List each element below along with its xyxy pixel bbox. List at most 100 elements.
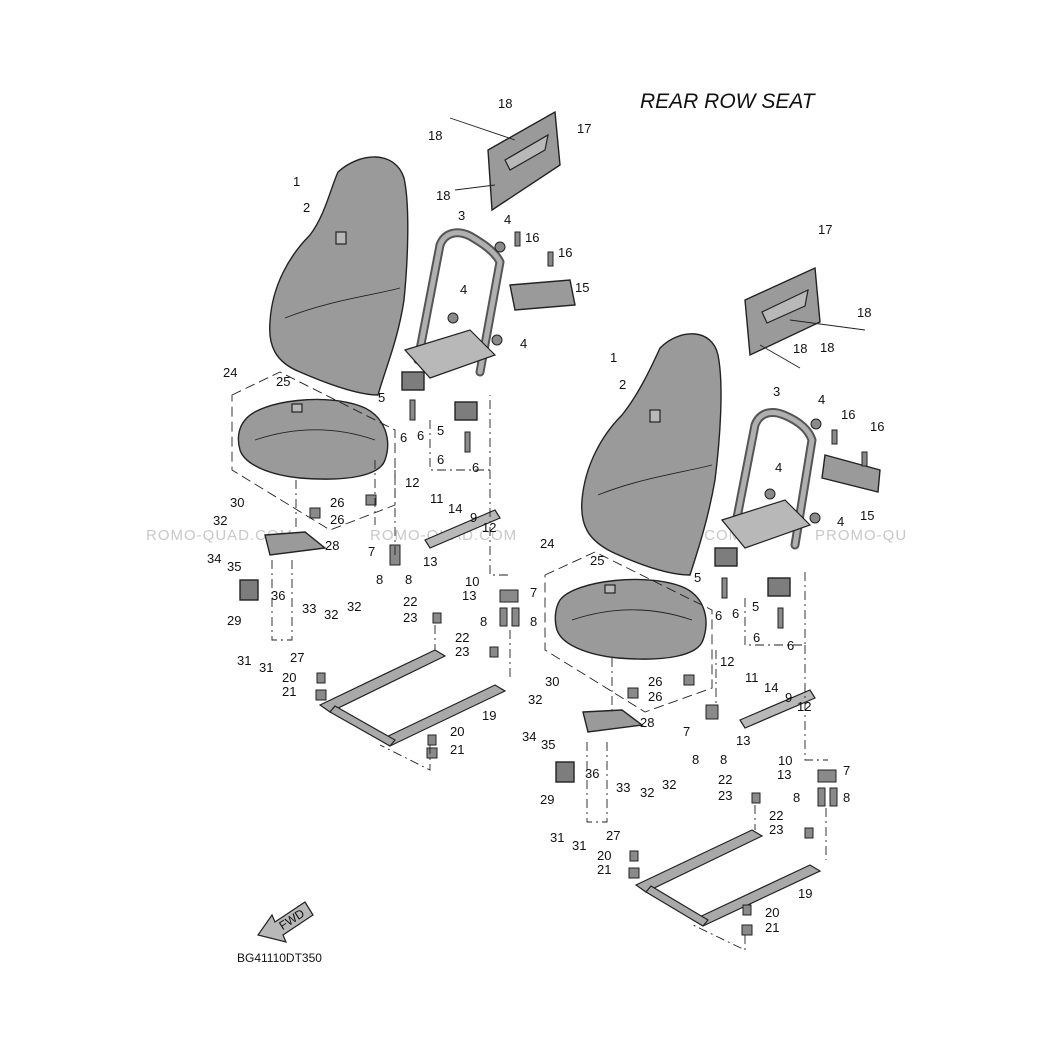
- assembly-line: [489, 470, 512, 576]
- callout-18: 18: [793, 341, 807, 356]
- callout-4: 4: [504, 212, 511, 227]
- cushion-group-outline: [231, 371, 396, 531]
- assembly-line: [586, 742, 608, 823]
- callout-21: 21: [282, 684, 296, 699]
- seat-rail-cross: [645, 885, 709, 927]
- assembly-line: [692, 924, 746, 951]
- callout-7: 7: [530, 585, 537, 600]
- callout-7: 7: [683, 724, 690, 739]
- callout-3: 3: [458, 208, 465, 223]
- hinge-bracket: [714, 547, 738, 567]
- cushion-group-outline: [544, 551, 713, 713]
- callout-25: 25: [590, 553, 604, 568]
- seat-rail: [634, 829, 764, 893]
- nut: [764, 488, 776, 500]
- nut: [810, 418, 822, 430]
- seat-frame-tube-highlight: [732, 410, 815, 548]
- callout-26: 26: [648, 674, 662, 689]
- bolt-head: [751, 792, 761, 804]
- collar: [628, 867, 640, 879]
- slide-bar: [424, 509, 501, 549]
- cushion-clip: [365, 494, 377, 506]
- callout-35: 35: [227, 559, 241, 574]
- callout-27: 27: [290, 650, 304, 665]
- callout-24: 24: [223, 365, 237, 380]
- assembly-line: [804, 645, 828, 761]
- callout-19: 19: [798, 886, 812, 901]
- callout-8: 8: [480, 614, 487, 629]
- cushion-seam: [254, 429, 376, 441]
- callout-19: 19: [482, 708, 496, 723]
- callout-23: 23: [769, 822, 783, 837]
- bolt-head: [432, 612, 442, 624]
- callout-8: 8: [720, 752, 727, 767]
- forward-direction-arrow: FWD: [257, 901, 314, 943]
- back-panel-cutout: [504, 133, 549, 171]
- latch-plate: [582, 709, 644, 733]
- callout-22: 22: [769, 808, 783, 823]
- callout-17: 17: [577, 121, 591, 136]
- hinge-bracket: [767, 577, 791, 597]
- slide-bar: [739, 689, 816, 729]
- callout-14: 14: [764, 680, 778, 695]
- seat-back-seam: [284, 287, 401, 319]
- bolt-head: [742, 904, 752, 916]
- nut: [809, 512, 821, 524]
- cushion-clip: [627, 687, 639, 699]
- latch-cable-mount: [555, 761, 575, 783]
- callout-6: 6: [472, 460, 479, 475]
- callout-18: 18: [498, 96, 512, 111]
- callout-23: 23: [403, 610, 417, 625]
- frame-crossbar: [720, 499, 812, 549]
- bolt-head: [316, 672, 326, 684]
- assembly-line: [271, 560, 293, 641]
- callout-8: 8: [530, 614, 537, 629]
- assembly-line: [744, 572, 806, 646]
- callout-11: 11: [745, 670, 759, 685]
- callout-10: 10: [465, 574, 479, 589]
- callout-5: 5: [752, 599, 759, 614]
- mount-bracket: [821, 454, 881, 493]
- callout-6: 6: [437, 452, 444, 467]
- seat-back: [581, 333, 722, 576]
- seat-back-seam: [597, 464, 713, 496]
- callout-4: 4: [818, 392, 825, 407]
- screw: [831, 429, 838, 445]
- cushion-seam: [571, 609, 693, 621]
- callout-32: 32: [324, 607, 338, 622]
- callout-6: 6: [417, 428, 424, 443]
- callout-28: 28: [325, 538, 339, 553]
- callout-5: 5: [437, 423, 444, 438]
- right-seat-assembly: [544, 266, 881, 951]
- callout-27: 27: [606, 828, 620, 843]
- callout-1: 1: [610, 350, 617, 365]
- callout-23: 23: [455, 644, 469, 659]
- callout-4: 4: [460, 282, 467, 297]
- diagram-title: REAR ROW SEAT: [640, 90, 817, 113]
- bolt-head: [629, 850, 639, 862]
- callout-30: 30: [230, 495, 244, 510]
- cushion-tag: [604, 584, 616, 594]
- callout-22: 22: [718, 772, 732, 787]
- collar: [315, 689, 327, 701]
- callout-26: 26: [330, 512, 344, 527]
- callout-35: 35: [541, 737, 555, 752]
- assembly-line: [429, 395, 491, 471]
- callout-5: 5: [378, 390, 385, 405]
- callout-18: 18: [436, 188, 450, 203]
- nut: [494, 241, 506, 253]
- assembly-line: [379, 744, 431, 771]
- seat-cushion: [237, 398, 389, 480]
- fastener-rod: [759, 344, 801, 369]
- callout-8: 8: [793, 790, 800, 805]
- callout-13: 13: [423, 554, 437, 569]
- callout-4: 4: [837, 514, 844, 529]
- callout-6: 6: [753, 630, 760, 645]
- latch-cable-mount: [239, 579, 259, 601]
- bolt: [721, 577, 728, 599]
- callout-31: 31: [572, 838, 586, 853]
- right-callouts: 1 2 3 4 4 4 5 5 6 6 6 6 7 7 8 8 8 8 9 10…: [522, 222, 884, 935]
- frame-crossbar: [403, 329, 497, 379]
- left-callouts: 1 2 3 4 4 4 5 5 6 6 6 6 7 7 8 8 8 8 9 10…: [207, 96, 591, 757]
- callout-17: 17: [818, 222, 832, 237]
